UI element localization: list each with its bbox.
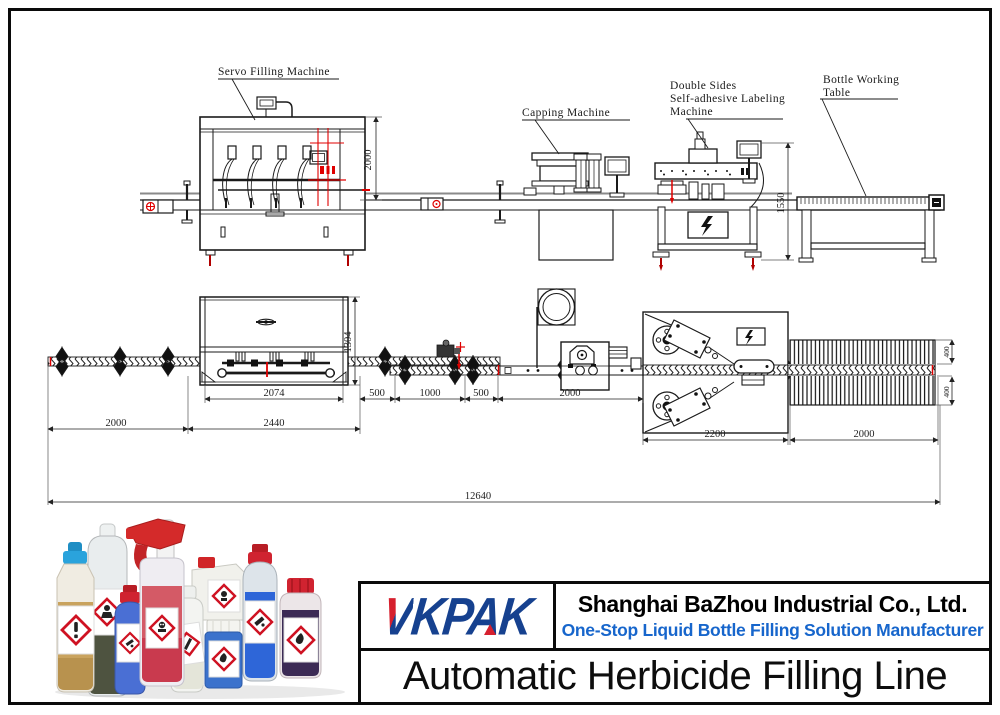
title-block-top-row: VKPAK Shanghai BaZhou Industrial Co., Lt… (361, 584, 989, 651)
filling-red-axis (308, 128, 346, 206)
plan-view (47, 288, 955, 505)
filling-machine-elevation (199, 96, 370, 266)
dim-table-upper: 400 (942, 346, 951, 358)
dim-total-length: 12640 (465, 491, 491, 502)
small-blue-bottle (114, 585, 146, 695)
filling-machine-plan (199, 296, 349, 386)
blue-jar (204, 619, 243, 689)
herbicide-bottles-photo (55, 518, 345, 699)
dim-gap-a: 500 (369, 388, 385, 399)
label-working-table-1: Bottle Working (823, 74, 899, 86)
label-servo-filling-machine: Servo Filling Machine (218, 66, 330, 78)
dim-table-lower: 400 (942, 386, 951, 398)
label-labeling-machine-2: Self-adhesive Labeling (670, 93, 785, 105)
dim-table-length: 2000 (854, 429, 875, 440)
dim-infeed: 2000 (106, 418, 127, 429)
label-capping-machine: Capping Machine (522, 107, 610, 119)
dim-filler-frame: 2440 (264, 418, 285, 429)
power-icon (701, 216, 713, 236)
date-coder (436, 339, 465, 370)
power-icon-plan (745, 330, 753, 345)
dim-labeler-height: 1550 (776, 193, 787, 214)
logo-cell: VKPAK (361, 584, 556, 648)
capping-machine-elevation (523, 152, 630, 261)
vkpak-logo: VKPAK (380, 586, 534, 646)
working-table-elevation (796, 194, 945, 263)
dim-capper: 2000 (560, 388, 581, 399)
dim-labeler-length: 2200 (705, 429, 726, 440)
product-title: Automatic Herbicide Filling Line (402, 654, 948, 698)
front-tan-bottle (56, 542, 95, 693)
dim-gap-b: 500 (473, 388, 489, 399)
title-block: VKPAK Shanghai BaZhou Industrial Co., Lt… (358, 581, 992, 705)
labeling-machine-elevation (652, 131, 764, 271)
logo-red-triangle (484, 624, 496, 635)
transfer-sensor (420, 197, 444, 211)
label-working-table-2: Table (823, 87, 850, 99)
label-labeling-machine-1: Double Sides (670, 80, 737, 92)
title-block-title-row: Automatic Herbicide Filling Line (361, 651, 989, 702)
labeling-machine-plan (642, 311, 789, 434)
dim-coder: 1000 (420, 388, 441, 399)
label-labeling-machine-3: Machine (670, 106, 713, 118)
blue-tall-bottle (242, 544, 278, 682)
logo-letters-kpak: KPAK (408, 586, 534, 646)
purple-wide-bottle (279, 578, 322, 679)
spray-bottle (126, 518, 186, 687)
elevation-view (140, 78, 945, 271)
technical-drawing: Servo Filling Machine Capping Machine Do… (47, 66, 955, 505)
dim-filler-height: 2000 (363, 150, 374, 171)
company-name: Shanghai BaZhou Industrial Co., Ltd. (577, 591, 968, 617)
infeed-motor (142, 199, 174, 214)
company-tagline: One-Stop Liquid Bottle Filling Solution … (561, 620, 984, 640)
company-cell: Shanghai BaZhou Industrial Co., Ltd. One… (556, 584, 989, 648)
dim-filler-depth: 1304 (343, 331, 354, 353)
dim-filler-width: 2074 (264, 388, 286, 399)
capping-machine-plan (536, 288, 642, 391)
working-table-plan (787, 339, 936, 406)
